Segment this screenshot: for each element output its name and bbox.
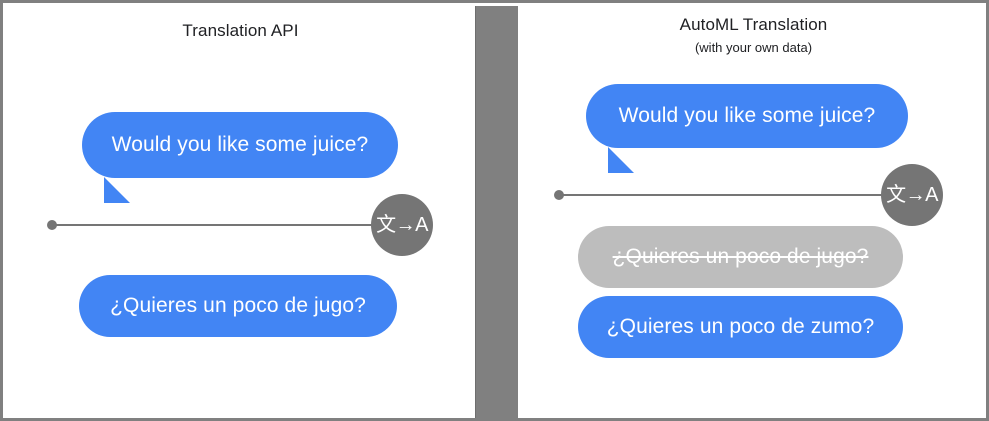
- panel-translation-api: Translation API Would you like some juic…: [6, 6, 475, 418]
- chat-bubble-text: ¿Quieres un poco de zumo?: [606, 315, 875, 338]
- chat-bubble-text: Would you like some juice?: [618, 104, 876, 127]
- chat-bubble-translated: ¿Quieres un poco de zumo?: [578, 296, 903, 358]
- timeline-start-dot: [554, 190, 564, 200]
- timeline-line: [560, 194, 896, 196]
- page-title: Translation API: [182, 21, 299, 40]
- timeline-start-dot: [47, 220, 57, 230]
- timeline-line: [53, 224, 387, 226]
- chat-bubble-text: ¿Quieres un poco de jugo?: [612, 245, 869, 268]
- chat-bubble-text: Would you like some juice?: [111, 133, 369, 156]
- translate-icon-label: 文→A: [376, 214, 428, 236]
- timeline: [47, 220, 387, 230]
- chat-bubble-source: Would you like some juice?: [586, 84, 908, 173]
- chat-bubble-text: ¿Quieres un poco de jugo?: [110, 294, 366, 317]
- chat-bubble-translated: ¿Quieres un poco de jugo?: [79, 275, 397, 337]
- panel-automl-translation: AutoML Translation (with your own data) …: [518, 6, 986, 418]
- panel-divider: [475, 6, 520, 418]
- timeline: [554, 190, 896, 200]
- page-subtitle: (with your own data): [694, 40, 813, 55]
- page-title: AutoML Translation: [679, 15, 828, 34]
- translate-icon: 文→A: [371, 194, 433, 256]
- translate-icon-label: 文→A: [886, 184, 938, 206]
- translate-icon: 文→A: [881, 164, 943, 226]
- chat-bubble-rejected: ¿Quieres un poco de jugo?: [578, 226, 903, 288]
- chat-bubble-source: Would you like some juice?: [82, 112, 398, 203]
